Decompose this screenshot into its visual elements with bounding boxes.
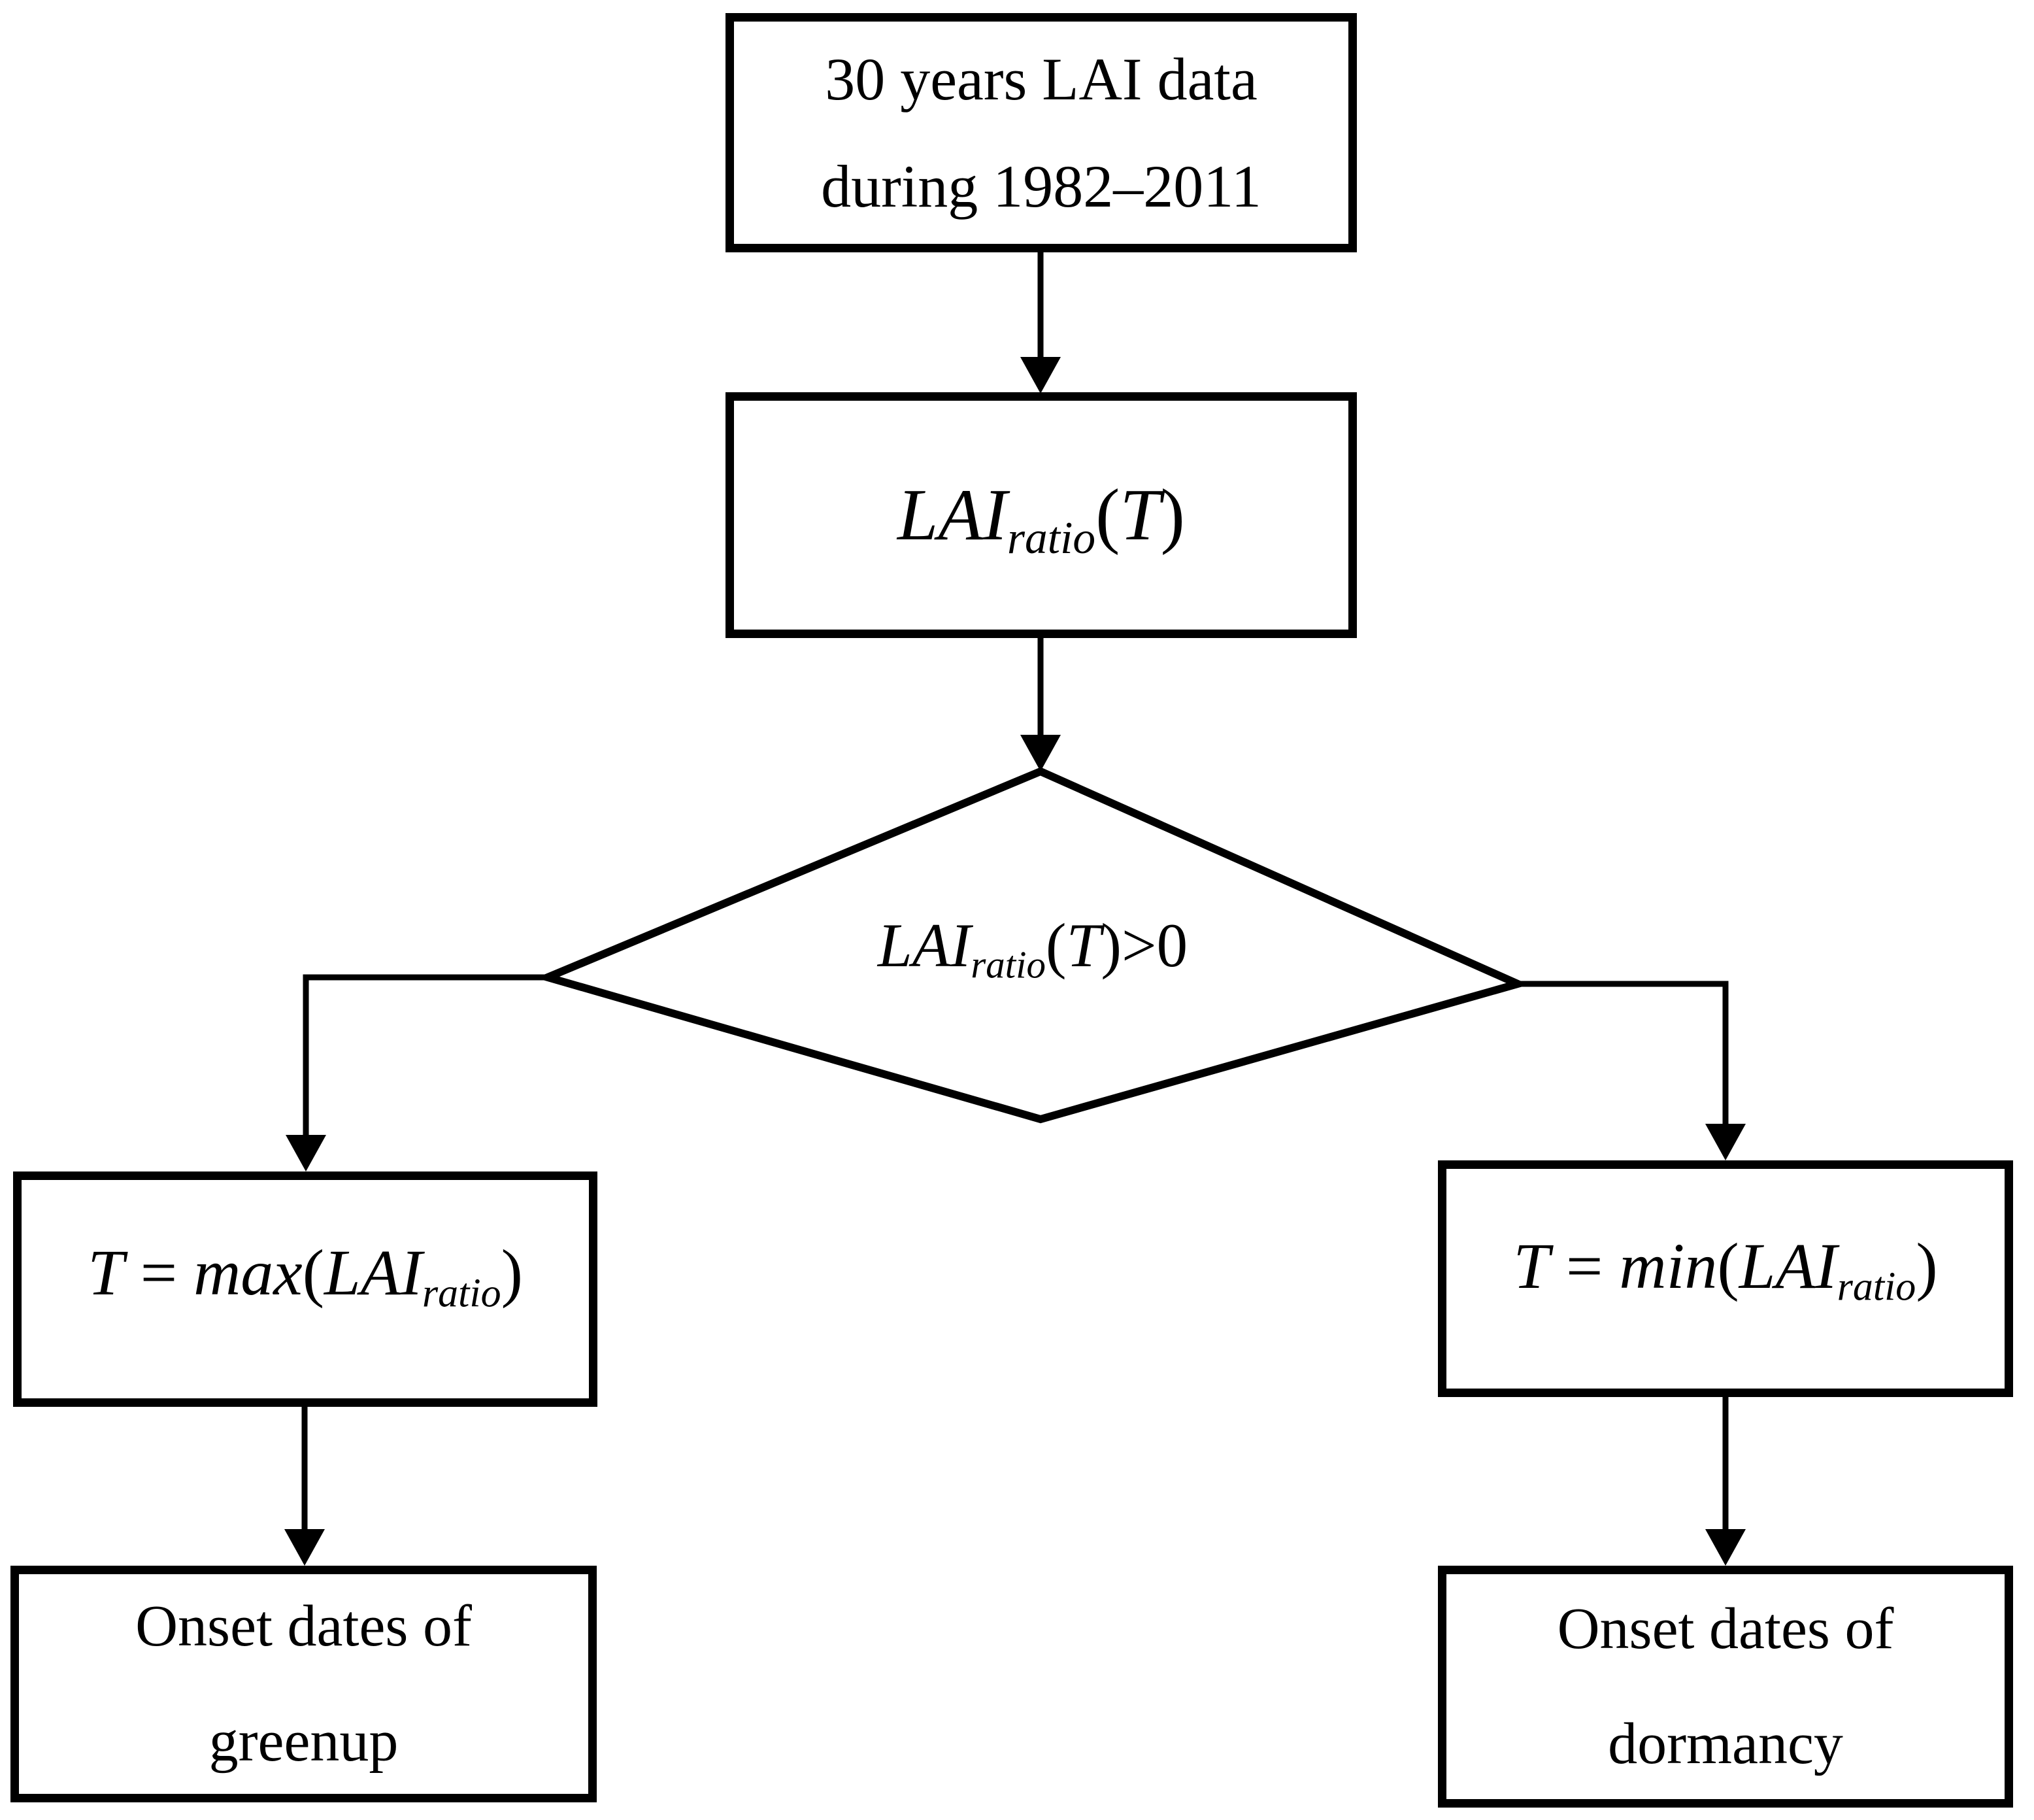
edge-input-to-lairatio-arrowhead — [1020, 357, 1061, 394]
edge-decision-to-max-line — [303, 974, 548, 1136]
lai-ratio-formula: LAIratio(T) — [897, 474, 1185, 564]
node-greenup: Onset dates of greenup — [10, 1566, 597, 1802]
edge-decision-to-max-arrowhead — [286, 1135, 326, 1171]
greenup-line2: greenup — [208, 1709, 399, 1774]
node-decision: LAIratio(T)>0 — [548, 771, 1518, 1119]
input-data-line2: during 1982–2011 — [821, 153, 1261, 220]
node-lai-ratio: LAIratio(T) — [725, 392, 1357, 638]
node-input-data: 30 years LAI data during 1982–2011 — [725, 13, 1357, 252]
t-min-formula: T = min(LAIratio) — [1513, 1229, 1938, 1309]
greenup-line1: Onset dates of — [135, 1594, 472, 1659]
dormancy-line1: Onset dates of — [1557, 1596, 1894, 1661]
node-dormancy: Onset dates of dormancy — [1438, 1566, 2013, 1808]
node-t-min: T = min(LAIratio) — [1438, 1160, 2013, 1397]
decision-formula: LAIratio(T)>0 — [877, 911, 1188, 986]
dormancy-line2: dormancy — [1608, 1711, 1843, 1776]
decision-diamond-shape — [535, 767, 1529, 1124]
edge-max-to-greenup-arrowhead — [284, 1529, 325, 1566]
t-max-formula: T = max(LAIratio) — [88, 1236, 523, 1316]
edge-lairatio-to-decision-arrowhead — [1020, 735, 1061, 771]
edge-decision-to-min-arrowhead — [1705, 1124, 1746, 1160]
input-data-line1: 30 years LAI data — [825, 46, 1258, 112]
node-t-max: T = max(LAIratio) — [13, 1171, 597, 1407]
edge-min-to-dormancy-arrowhead — [1705, 1529, 1746, 1566]
edge-decision-to-min-line — [1518, 981, 1729, 1125]
